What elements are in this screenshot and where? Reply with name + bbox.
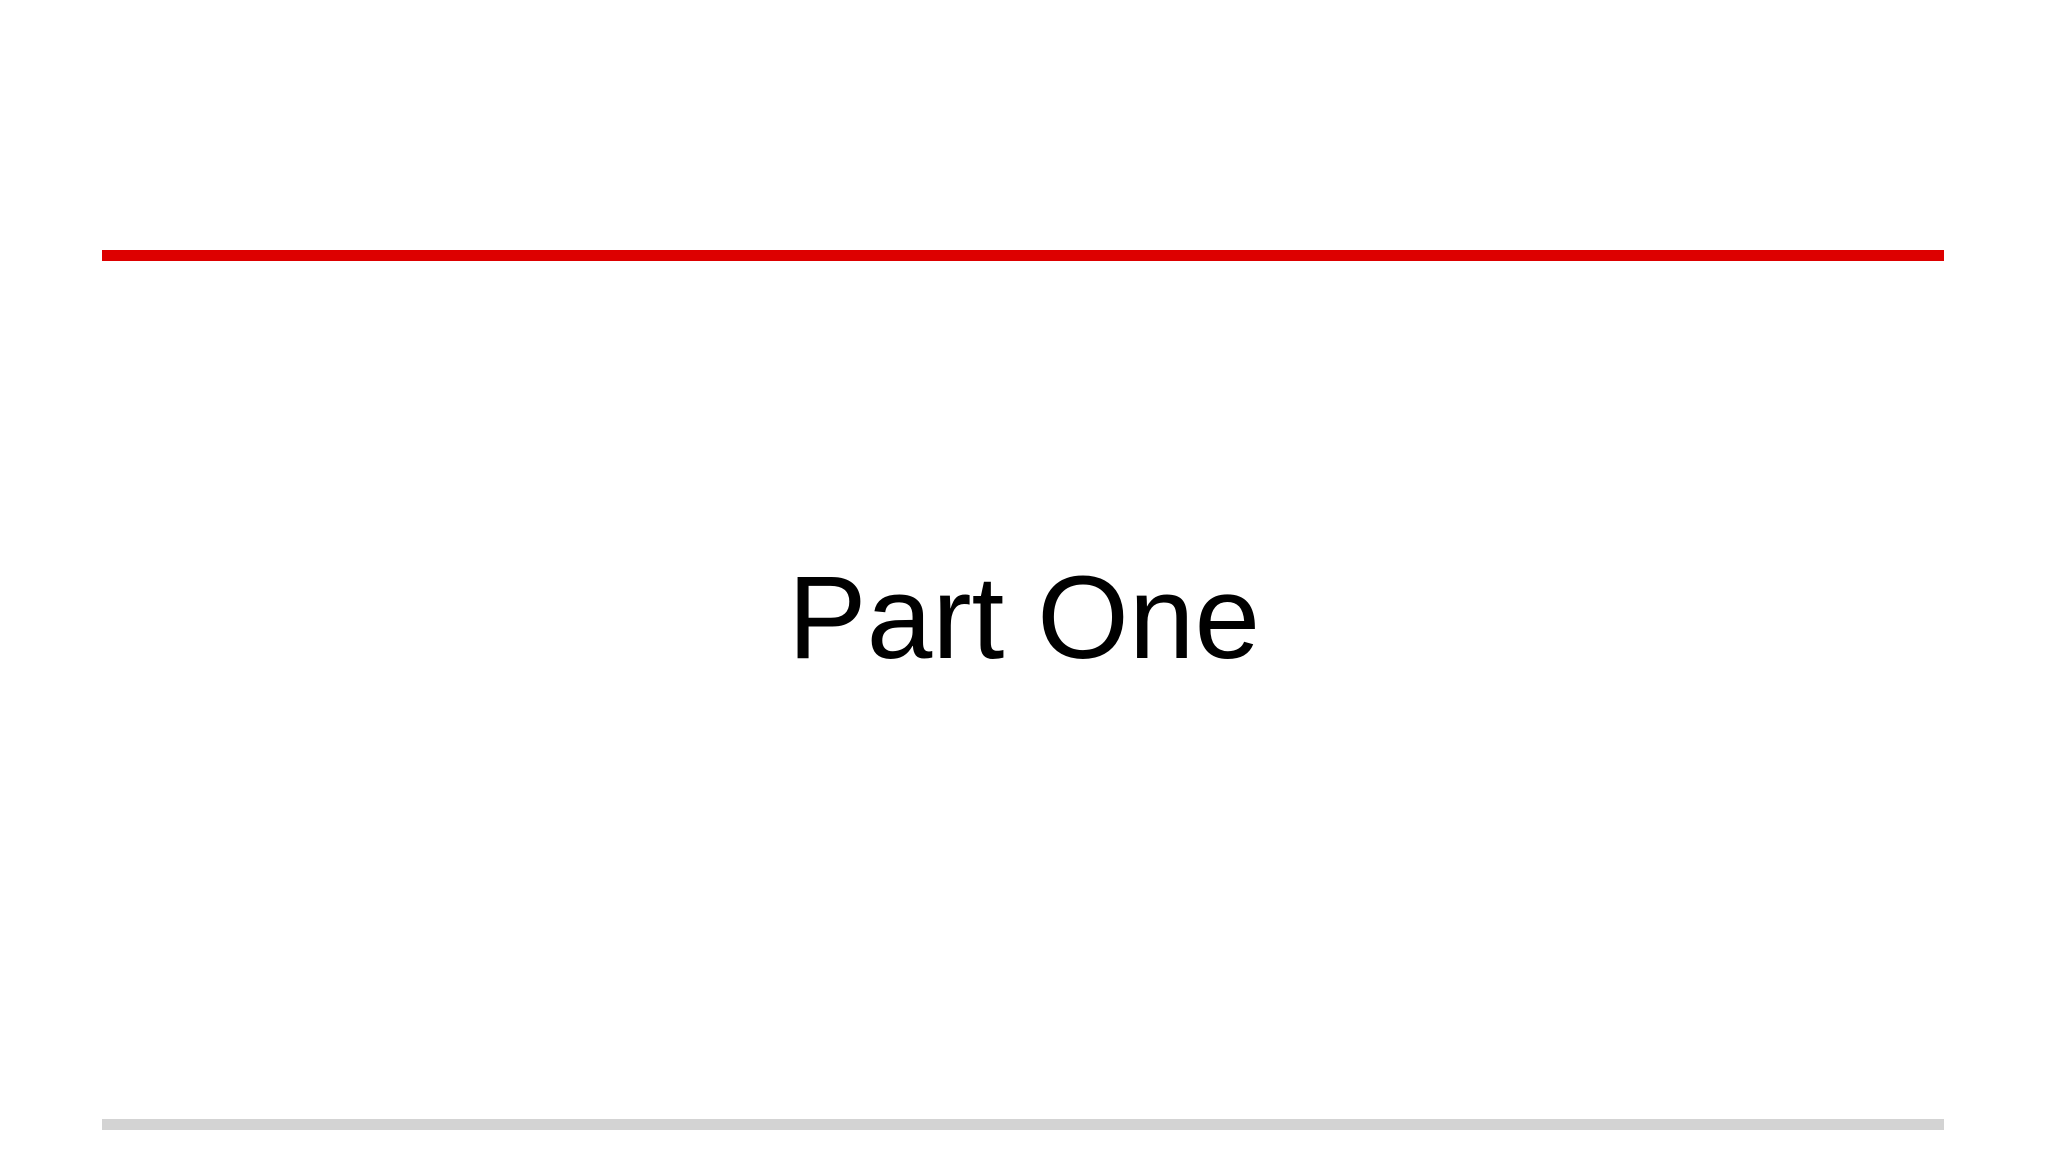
footer-divider [102,1119,1944,1130]
section-title: Part One [787,552,1261,684]
accent-divider [102,250,1944,261]
